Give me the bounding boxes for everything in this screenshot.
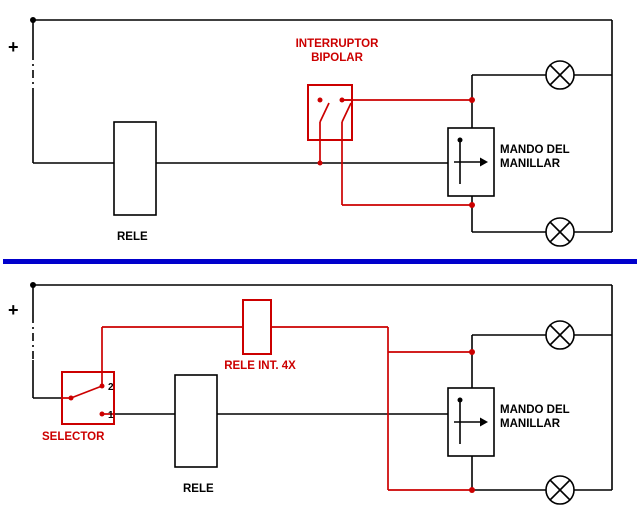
bottom-circuit: + 2 1 SELECTOR RELE INT. 4X RELE	[8, 282, 613, 505]
relay-box	[174, 374, 218, 468]
section-divider	[3, 259, 637, 264]
relay-component: RELE	[174, 374, 218, 495]
int-relay-component: RELE INT. 4X	[224, 299, 296, 372]
junction-dot	[469, 97, 475, 103]
switch-arrow-icon	[454, 137, 488, 184]
handlebar-label-line2: MANILLAR	[500, 418, 561, 430]
selector-position-1-label: 1	[108, 410, 114, 421]
junction-dot	[469, 487, 475, 493]
top-circuit: + RELE INTERRUPTOR BIPOLAR	[8, 17, 613, 247]
junction-dot	[469, 202, 475, 208]
selector-box	[61, 371, 115, 425]
handlebar-control-component: MANDO DEL MANILLAR	[447, 387, 570, 457]
relay-component: RELE	[113, 121, 157, 243]
selector-contacts-icon	[68, 383, 105, 417]
junction-dot	[469, 349, 475, 355]
selector-position-2-label: 2	[108, 382, 114, 393]
bipolar-switch-component: INTERRUPTOR BIPOLAR	[296, 38, 380, 141]
top-wires	[30, 17, 613, 233]
plus-terminal-label: +	[8, 300, 19, 320]
bipolar-switch-label-line1: INTERRUPTOR	[296, 38, 380, 50]
switch-arrow-icon	[454, 397, 488, 444]
int-relay-label: RELE INT. 4X	[224, 360, 296, 372]
selector-component: 2 1 SELECTOR	[42, 371, 115, 443]
int-relay-box	[242, 299, 272, 355]
bottom-wires	[30, 282, 613, 491]
handlebar-control-component: MANDO DEL MANILLAR	[447, 127, 570, 197]
handlebar-label-line1: MANDO DEL	[500, 144, 570, 156]
relay-box	[113, 121, 157, 216]
plus-terminal-label: +	[8, 37, 19, 57]
selector-label: SELECTOR	[42, 431, 105, 443]
top-red-wires	[317, 97, 475, 208]
relay-label: RELE	[117, 231, 148, 243]
lamp-top-icon	[545, 320, 575, 350]
junction-dot	[30, 282, 36, 288]
junction-dot	[317, 160, 323, 166]
relay-label: RELE	[183, 483, 214, 495]
junction-dot	[30, 17, 36, 23]
handlebar-label-line1: MANDO DEL	[500, 404, 570, 416]
bipolar-switch-label-line2: BIPOLAR	[311, 52, 363, 64]
switch-contacts-icon	[317, 97, 352, 123]
lamp-bottom-icon	[545, 475, 575, 505]
lamp-bottom-icon	[545, 217, 575, 247]
handlebar-label-line2: MANILLAR	[500, 158, 561, 170]
bottom-red-wires	[62, 326, 475, 493]
lamp-top-icon	[545, 60, 575, 90]
bipolar-switch-box	[307, 84, 353, 141]
